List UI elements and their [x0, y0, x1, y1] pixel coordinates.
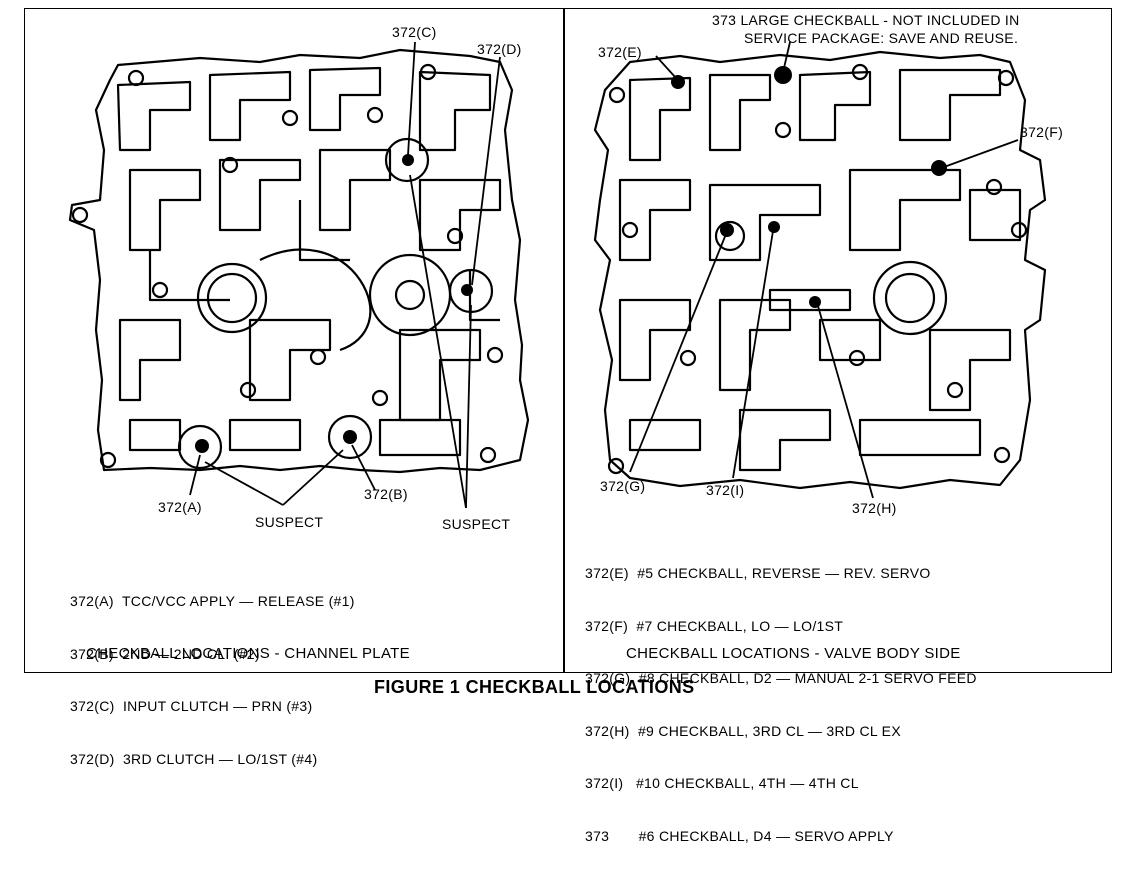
- suspect-line-a: [204, 461, 284, 506]
- channel-plate-caption: CHECKBALL LOCATIONS - CHANNEL PLATE: [86, 645, 410, 662]
- leader-i: [732, 230, 774, 479]
- legend-row: 372(F) #7 CHECKBALL, LO — LO/1ST: [585, 617, 844, 634]
- checkball-a: [195, 439, 209, 453]
- note-373-line1: 373 LARGE CHECKBALL - NOT INCLUDED IN: [712, 12, 1020, 28]
- valve-body-panel: [564, 8, 1112, 673]
- callout-label-i: 372(I): [706, 482, 745, 498]
- callout-label-c: 372(C): [392, 24, 437, 40]
- checkball-g: [720, 223, 734, 237]
- legend-row: 372(H) #9 CHECKBALL, 3RD CL — 3RD CL EX: [585, 722, 901, 739]
- checkball-b: [343, 430, 357, 444]
- checkball-figure: 372(C) 372(D) 372(A) 372(B) SUSPECT SUSP…: [24, 8, 1112, 844]
- suspect-label-right: SUSPECT: [442, 516, 511, 532]
- callout-label-g: 372(G): [600, 478, 646, 494]
- leader-b: [351, 444, 376, 491]
- leader-373: [783, 41, 791, 69]
- leader-c: [407, 41, 416, 156]
- note-373-line2: SERVICE PACKAGE: SAVE AND REUSE.: [744, 30, 1019, 46]
- legend-row: 372(I) #10 CHECKBALL, 4TH — 4TH CL: [585, 775, 859, 791]
- checkball-d: [461, 284, 473, 296]
- callout-ring-b: [327, 414, 373, 460]
- callout-label-a: 372(A): [158, 499, 202, 515]
- callout-ring-a: [177, 424, 223, 470]
- leader-g: [629, 233, 727, 473]
- valve-body-drawing: [593, 41, 1047, 499]
- checkball-f: [931, 160, 947, 176]
- checkball-e: [671, 75, 685, 89]
- leader-f: [943, 139, 1019, 168]
- valve-body-legend: 372(E) #5 CHECKBALL, REVERSE — REV. SERV…: [585, 530, 977, 880]
- suspect-line-c: [409, 174, 467, 509]
- legend-row: 372(B) 2ND — 2ND CL. (#2): [70, 645, 260, 662]
- suspect-label-left: SUSPECT: [255, 514, 324, 530]
- checkball-c: [402, 154, 414, 166]
- channel-plate-panel: [24, 8, 564, 673]
- checkball-373: [774, 66, 792, 84]
- callout-label-d: 372(D): [477, 41, 522, 57]
- figure-title: FIGURE 1 CHECKBALL LOCATIONS: [374, 677, 695, 697]
- callout-ring-c: [384, 137, 430, 183]
- legend-row: 372(D) 3RD CLUTCH — LO/1ST (#4): [70, 750, 318, 767]
- checkball-h: [809, 296, 821, 308]
- suspect-line-d: [465, 304, 472, 509]
- suspect-line-b: [282, 449, 344, 506]
- legend-row: 373 #6 CHECKBALL, D4 — SERVO APPLY: [585, 827, 894, 844]
- legend-row: 372(E) #5 CHECKBALL, REVERSE — REV. SERV…: [585, 565, 931, 581]
- legend-row: 372(G) #8 CHECKBALL, D2 — MANUAL 2-1 SER…: [585, 670, 977, 686]
- channel-plate-drawing: [68, 41, 530, 509]
- legend-row: 372(A) TCC/VCC APPLY — RELEASE (#1): [70, 593, 355, 609]
- valve-body-caption: CHECKBALL LOCATIONS - VALVE BODY SIDE: [626, 645, 961, 662]
- checkball-i: [768, 221, 780, 233]
- callout-label-e: 372(E): [598, 44, 642, 60]
- leader-d: [471, 56, 501, 286]
- callout-label-h: 372(H): [852, 500, 897, 516]
- leader-e: [655, 55, 677, 79]
- leader-a: [189, 454, 201, 496]
- leader-h: [817, 305, 874, 499]
- callout-label-f: 372(F): [1020, 124, 1064, 140]
- callout-label-b: 372(B): [364, 486, 408, 502]
